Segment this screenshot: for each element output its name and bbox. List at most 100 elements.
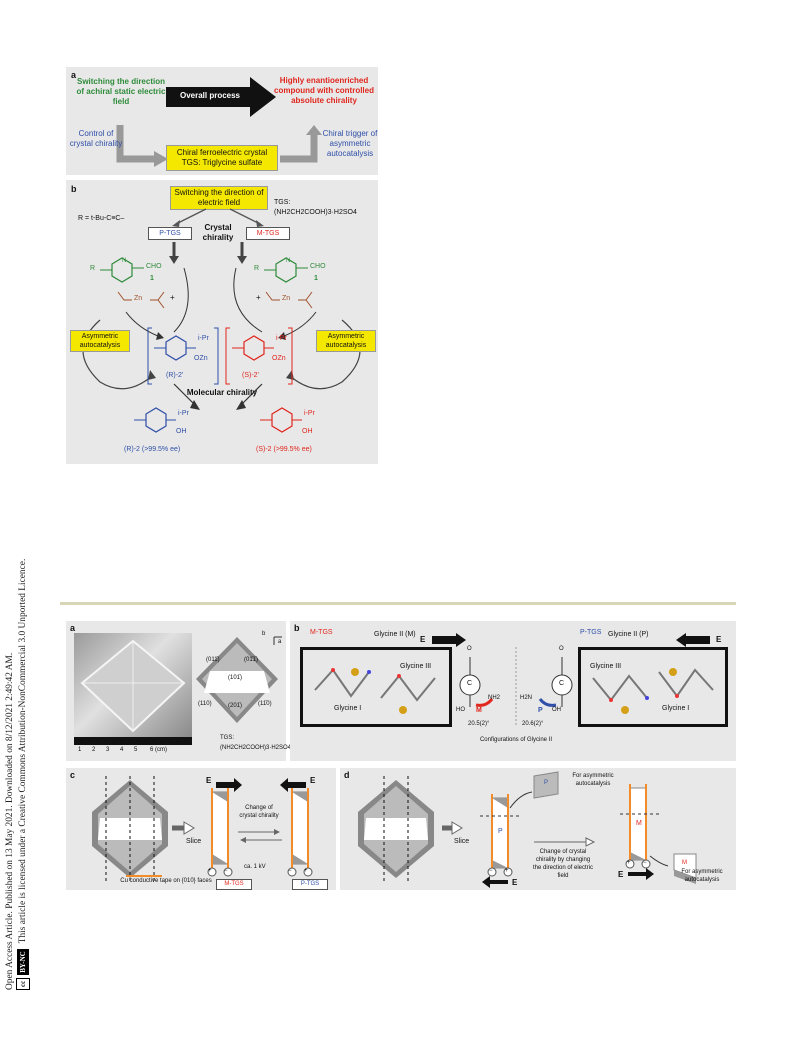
compound-1-left: 1 <box>150 275 154 282</box>
slice-diagram <box>92 776 313 884</box>
m-tgs-result: M-TGS <box>216 879 252 890</box>
plus-d2: + <box>627 860 631 866</box>
e-label-left: E <box>420 635 426 644</box>
tgs-label-2: (NH2CH2COOH)3·H2SO4 <box>220 745 292 751</box>
ipr-s-intermediate: i-Pr <box>276 335 287 342</box>
switching-field-text: Switching the direction of achiral stati… <box>76 77 166 106</box>
panel-label: a <box>70 623 76 633</box>
compound-1-right: 1 <box>314 275 318 282</box>
fig2-panel-b: b M-TGS Glycine II (M) E Glycine III Gly… <box>290 621 736 761</box>
r2-product-label: (R)-2 (>99.5% ee) <box>124 446 181 453</box>
panel-label: b <box>71 184 77 194</box>
panel-label: d <box>344 770 350 780</box>
panel-label: c <box>70 770 76 780</box>
a-axis-label: a <box>278 639 282 645</box>
tgs-def-2: (NH2CH2COOH)3·H2SO4 <box>274 209 357 216</box>
tgs-label-1: TGS: <box>220 735 235 741</box>
cho-left: CHO <box>146 263 162 270</box>
m-tgs-label: M-TGS <box>310 629 333 636</box>
tgs-def-1: TGS: <box>274 199 291 206</box>
scheme-lines <box>82 208 361 433</box>
control-text: Control of crystal chirality <box>69 129 123 148</box>
plus-c2: + <box>304 868 308 874</box>
licence-line[interactable]: This article is licensed under a Creativ… <box>18 558 28 944</box>
left-arrow-icon <box>676 633 710 647</box>
oh-s-product: OH <box>302 428 313 435</box>
glycine-i-left: Glycine I <box>334 705 362 712</box>
zn-right: Zn <box>282 295 291 302</box>
slice-label-d: Slice <box>454 838 470 845</box>
panel-label: b <box>294 623 300 633</box>
enantioenriched-text: Highly enantioenriched compound with con… <box>274 76 374 105</box>
for-asym-bottom: For asymmetric autocatalysis <box>681 869 723 883</box>
ruler-1: 1 <box>78 747 82 753</box>
right-arrow-icon <box>432 633 466 647</box>
plus-left: + <box>170 293 175 302</box>
angle-m: 20.5(2)° <box>468 721 490 727</box>
p-tgs-result: P-TGS <box>292 879 328 890</box>
s2-product-label: (S)-2 (>99.5% ee) <box>256 446 312 453</box>
ruler-5: 5 <box>134 747 138 753</box>
process-arrows-icon <box>116 125 322 167</box>
n-right-1: N <box>286 258 291 264</box>
p-tgs-label: P-TGS <box>580 629 602 636</box>
c-right: C <box>559 680 565 687</box>
slice-change-diagram <box>358 771 697 888</box>
plus-d1: + <box>505 868 509 874</box>
open-access-line: Open Access Article. Published on 13 May… <box>5 652 15 990</box>
glycine-configurations <box>459 647 573 727</box>
minus-c1: − <box>224 868 228 874</box>
minus-d2: − <box>643 860 647 866</box>
p-label-slab: P <box>498 828 503 835</box>
for-asym-top: For asymmetric autocatalysis <box>572 773 614 787</box>
p-tgs-structure <box>578 647 728 727</box>
change-chirality-label: Change of crystal chirality <box>239 805 279 819</box>
plus-right: + <box>256 293 261 302</box>
ozn-r-intermediate: OZn <box>194 355 208 362</box>
ruler-4: 4 <box>120 747 124 753</box>
nh2-left: NH2 <box>488 695 501 701</box>
h2n-right: H2N <box>520 695 533 701</box>
configurations-caption: Configurations of Glycine II <box>479 737 553 743</box>
crystal-photo <box>74 633 192 737</box>
crystal-diagram <box>196 636 282 723</box>
minus-d1: − <box>489 868 493 874</box>
trigger-text: Chiral trigger of asymmetric autocatalys… <box>322 129 378 158</box>
page-separator <box>60 602 736 605</box>
ho-left: HO <box>456 707 465 713</box>
r-definition: R = t-Bu-C≡C– <box>78 215 125 222</box>
e-label-d1: E <box>512 878 518 887</box>
fig2-panel-c: c E E Slice Change of crystal chirality <box>66 768 336 890</box>
switch-box: Switching the direction of electric fiel… <box>170 186 268 210</box>
crystal-chirality-label: Crystal chirality <box>202 223 234 242</box>
face-201: (201̄) <box>228 703 243 709</box>
m-config: M <box>476 707 482 714</box>
license-margin: Open Access Article. Published on 13 May… <box>4 430 44 990</box>
cc-badge: cc <box>16 977 30 990</box>
voltage-label: ca. 1 kV <box>244 864 266 870</box>
ruler-2: 2 <box>92 747 96 753</box>
molecular-chirality-label: Molecular chirality <box>186 388 258 397</box>
face-011: (011̄) <box>206 657 220 663</box>
slice-label: Slice <box>186 838 202 845</box>
glycine-ii-m-label: Glycine II (M) <box>374 631 416 638</box>
fig2-panel-a: a 1 2 3 4 5 6 (cm) b a (011̄) (01̄1̄) (1… <box>66 621 291 761</box>
o-left: O <box>467 646 472 652</box>
angle-p: 20.6(2)° <box>522 721 544 727</box>
asym-autocatalysis-left: Asymmetric autocatalysis <box>70 330 130 352</box>
r2-prime-label: (R)-2' <box>166 372 184 379</box>
overall-process-label: Overall process <box>179 91 241 100</box>
ipr-r-intermediate: i-Pr <box>198 335 209 342</box>
asym-autocatalysis-right: Asymmetric autocatalysis <box>316 330 376 352</box>
r-left-1: R <box>90 265 96 272</box>
cu-tape-label: Cu conductive tape on {010} faces <box>120 878 212 884</box>
ruler-6: 6 (cm) <box>150 747 167 753</box>
b-axis-label: b <box>262 631 266 637</box>
oh-r-product: OH <box>176 428 187 435</box>
glycine-iii-right: Glycine III <box>590 663 622 670</box>
p-tgs-box: P-TGS <box>148 227 192 240</box>
minus-c2: − <box>288 868 292 874</box>
p-label-piece: P <box>544 780 549 786</box>
fig1-panel-a: a Switching the direction of achiral sta… <box>66 67 378 175</box>
ipr-s-product: i-Pr <box>304 410 315 417</box>
